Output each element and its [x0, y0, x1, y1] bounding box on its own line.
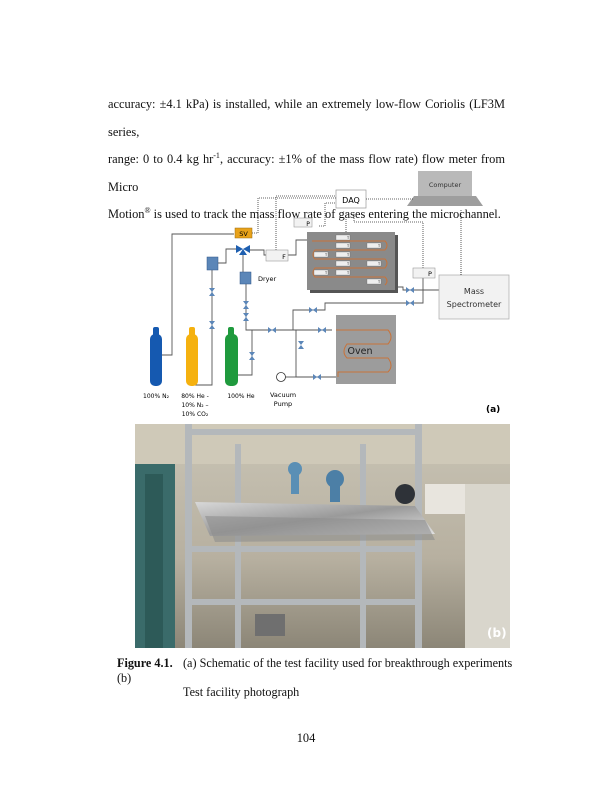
vacuum-pump-icon: [276, 372, 286, 382]
cylinder-label: 100% He: [227, 393, 255, 400]
thermocouple-label: T: [324, 253, 328, 257]
flow-meter-box: [265, 249, 289, 262]
oven-label: Oven: [348, 346, 373, 357]
panel-label-b: (b): [487, 626, 507, 640]
superscript: ®: [144, 205, 151, 215]
vacuum-label: Pump: [274, 400, 292, 408]
pressure-sensor-right: [412, 267, 436, 279]
schematic-figure: Computer DAQ SV F P: [143, 171, 510, 418]
pressure-label: P: [428, 270, 432, 278]
text: range: 0 to 0.4 kg hr: [108, 152, 214, 166]
computer-label: Computer: [429, 181, 462, 189]
panel-label-a: (a): [486, 405, 500, 415]
pressure-label: P: [306, 221, 310, 228]
caption-text: Test facility photograph: [183, 685, 300, 699]
filter-icon: [206, 256, 219, 271]
thermocouple-label: T: [377, 280, 381, 284]
mass-spectrometer-box: [438, 274, 510, 320]
body-line: accuracy: ±4.1 kPa) is installed, while …: [108, 91, 505, 146]
microchannel-panel: T T T T T T T T T T: [307, 232, 398, 293]
sv-label: SV: [239, 230, 248, 238]
superscript: -1: [213, 150, 220, 160]
flow-meter-label: F: [282, 253, 286, 261]
thermocouple-label: T: [346, 244, 350, 248]
vacuum-label: Vacuum: [270, 391, 296, 399]
thermocouple-label: T: [346, 236, 350, 240]
n2-cylinder-icon: [150, 327, 162, 386]
three-way-valve-icon: [236, 245, 250, 255]
mix-cylinder-icon: [186, 327, 198, 386]
text: accuracy: ±4.1 kPa) is installed, while …: [108, 97, 505, 139]
figure-label: Figure 4.1.: [117, 656, 173, 670]
cylinder-label: 100% N₂: [143, 393, 170, 400]
cylinder-label: 10% CO₂: [182, 411, 209, 418]
solenoid-valve: [234, 227, 253, 239]
cylinder-label: 10% N₂ –: [181, 402, 208, 409]
daq-label: DAQ: [342, 196, 360, 205]
facility-photograph: (b): [135, 424, 510, 648]
figure-caption: Figure 4.1.(a) Schematic of the test fac…: [117, 656, 517, 700]
text: Motion: [108, 207, 145, 221]
thermocouple-label: T: [377, 262, 381, 266]
page-number: 104: [296, 731, 316, 745]
caption-text: (a) Schematic of the test facility used …: [117, 656, 513, 685]
thermocouple-label: T: [346, 262, 350, 266]
mass-spec-label: Mass: [464, 287, 484, 296]
computer-icon: Computer: [407, 171, 483, 206]
he-cylinder-icon: [225, 327, 238, 386]
text: is used to track the mass flow rate of g…: [150, 207, 501, 221]
body-line: Motion® is used to track the mass flow r…: [108, 201, 505, 229]
body-paragraph: accuracy: ±4.1 kPa) is installed, while …: [108, 91, 505, 229]
thermocouple-label: T: [346, 271, 350, 275]
thermocouple-label: T: [377, 244, 381, 248]
pressure-sensor-top: [293, 217, 313, 228]
signal-lines: [252, 195, 462, 275]
dryer-label: Dryer: [258, 275, 277, 283]
dryer-icon: [239, 271, 252, 285]
thermocouple-label: T: [324, 271, 328, 275]
thermocouple-label: T: [346, 253, 350, 257]
text: , accuracy: ±1% of the mass flow rate) f…: [108, 152, 505, 194]
body-line: range: 0 to 0.4 kg hr-1, accuracy: ±1% o…: [108, 146, 505, 201]
cylinder-label: 80% He -: [181, 393, 209, 400]
mass-spec-label: Spectrometer: [447, 300, 502, 309]
